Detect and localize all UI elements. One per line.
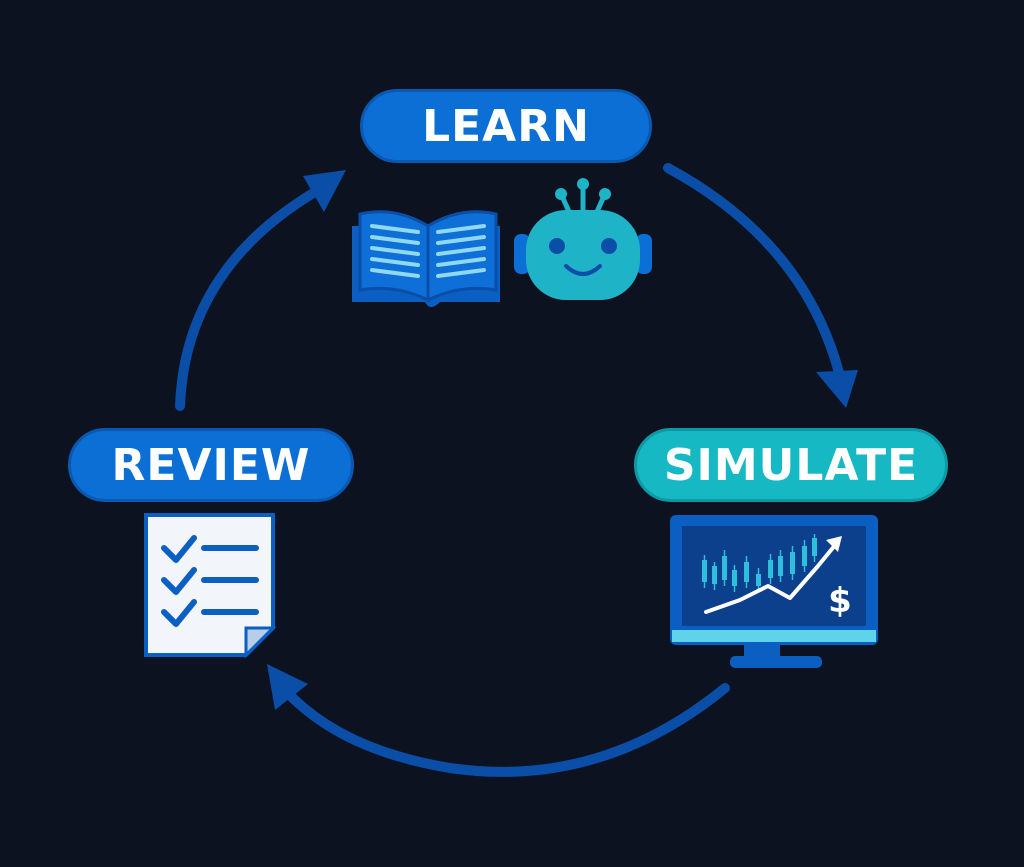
arrow-learn-to-simulate (663, 163, 847, 390)
open-book-icon (352, 210, 500, 307)
dollar-sign-icon: $ (828, 581, 852, 621)
robot-icon (514, 178, 652, 300)
arrow-review-to-learn-head (303, 170, 346, 212)
checklist-icon (144, 513, 277, 659)
stage-learn-label: LEARN (360, 89, 652, 163)
arrow-learn-to-simulate-head (816, 370, 858, 408)
arrow-review-to-learn (175, 187, 320, 411)
arrow-simulate-to-review-head (267, 664, 308, 710)
stage-simulate-label: SIMULATE (634, 428, 948, 502)
chart-monitor-icon: $ (670, 515, 878, 668)
arrow-simulate-to-review (280, 683, 730, 777)
stage-review-label: REVIEW (68, 428, 354, 502)
